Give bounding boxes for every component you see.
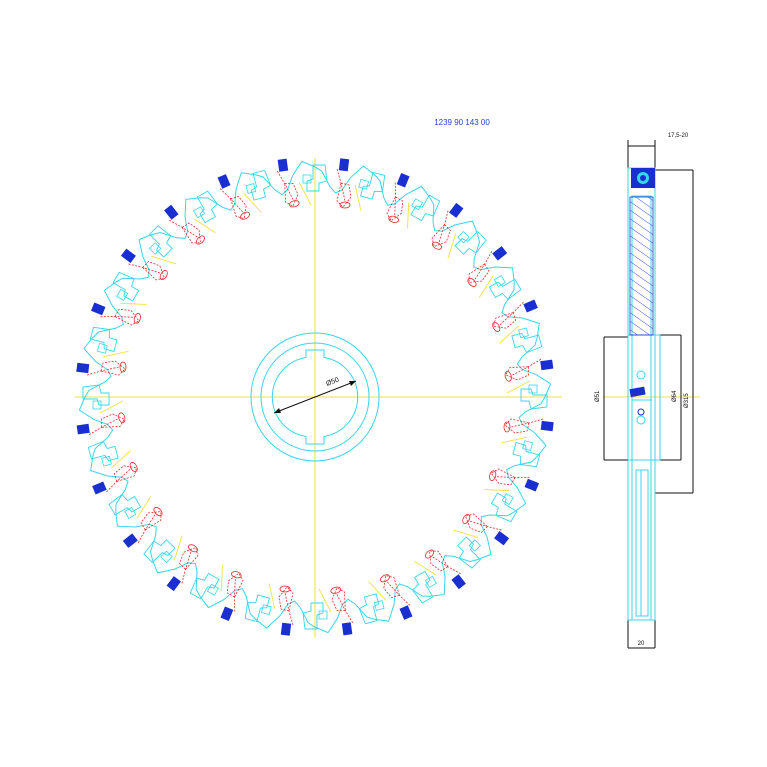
tooth <box>137 507 183 592</box>
tooth <box>338 158 404 223</box>
tooth <box>499 299 543 382</box>
tooth <box>330 581 413 625</box>
tooth <box>87 412 131 495</box>
tooth <box>106 462 152 548</box>
width-bottom-label: 20 <box>638 641 645 647</box>
tooth-ring <box>76 158 554 636</box>
tooth <box>380 560 466 606</box>
tooth <box>90 261 168 316</box>
hub <box>250 332 380 462</box>
centerlines <box>75 158 700 638</box>
hub-inner-circle <box>260 342 370 452</box>
tooth <box>179 544 234 622</box>
hub-outer-circle <box>250 332 380 462</box>
tooth <box>396 172 451 250</box>
tooth <box>425 529 510 575</box>
tooth <box>217 169 300 213</box>
width-top-label: 17,5-20 <box>668 133 689 139</box>
cutter-outline <box>78 160 552 634</box>
part-number: 1239 90 143 00 <box>434 118 490 127</box>
tooth <box>278 585 353 636</box>
side-screw <box>637 408 645 416</box>
tooth <box>120 219 205 265</box>
hatched-section <box>629 196 654 336</box>
side-dimension-lines <box>603 140 694 649</box>
side-key <box>629 386 646 398</box>
tooth <box>76 360 127 435</box>
tooth <box>164 188 250 234</box>
dim-left-label: Ø51 <box>595 390 601 402</box>
tooth <box>76 308 141 374</box>
tooth <box>489 420 554 486</box>
side-insert <box>631 168 655 188</box>
tooth <box>226 571 292 636</box>
tooth <box>462 478 540 533</box>
tooth <box>447 202 493 287</box>
dim-mid-label: Ø64 <box>672 390 678 402</box>
bore-with-keyways <box>271 349 359 445</box>
bore-label: Ø50 <box>325 377 340 388</box>
tooth <box>503 359 554 434</box>
dim-right-label: Ø315 <box>684 393 690 408</box>
bore-dimension: Ø50 <box>273 377 357 414</box>
tooth <box>277 158 352 209</box>
side-view: 17,5-20 20 Ø51 Ø64 Ø315 <box>595 133 694 649</box>
tooth <box>478 246 524 332</box>
